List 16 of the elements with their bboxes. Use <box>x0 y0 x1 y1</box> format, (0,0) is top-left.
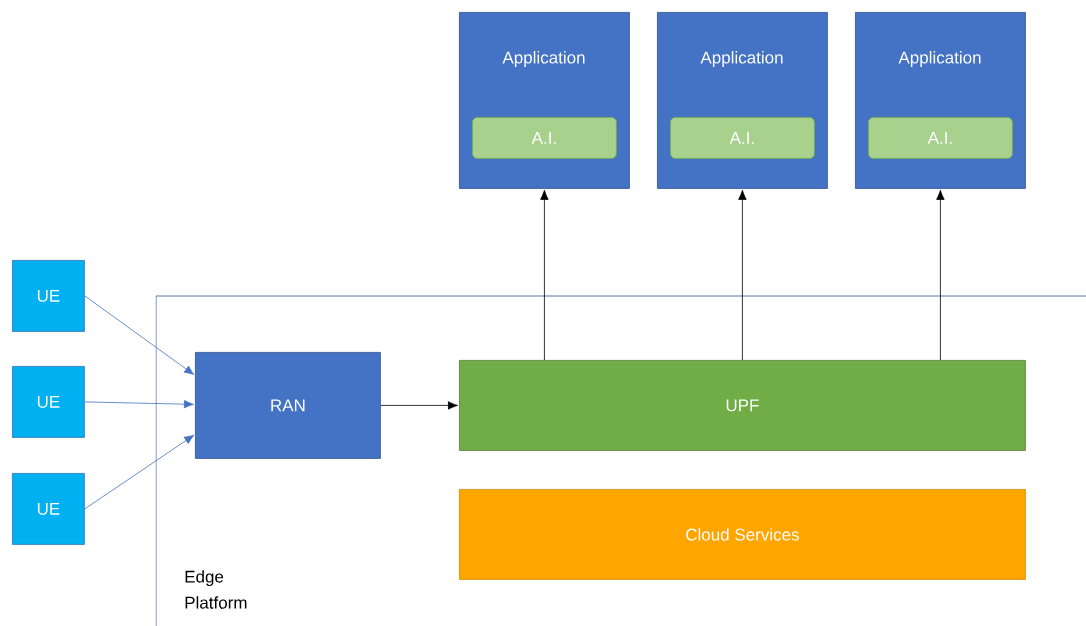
arrow <box>540 189 549 361</box>
ue-box: UE <box>12 366 85 438</box>
ai-box: A.I. <box>670 117 815 159</box>
cloud-services-bar: Cloud Services <box>459 489 1026 580</box>
upf-bar: UPF <box>459 360 1026 451</box>
ai-box: A.I. <box>472 117 617 159</box>
arrow <box>936 189 945 361</box>
arrow <box>84 400 194 409</box>
ue-box: UE <box>12 260 85 332</box>
arrow <box>84 295 195 375</box>
ran-box: RAN <box>195 352 381 459</box>
ai-box: A.I. <box>868 117 1013 159</box>
arrow <box>738 189 747 361</box>
ue-box: UE <box>12 473 85 545</box>
arrow <box>84 434 195 510</box>
arrow <box>380 401 458 410</box>
